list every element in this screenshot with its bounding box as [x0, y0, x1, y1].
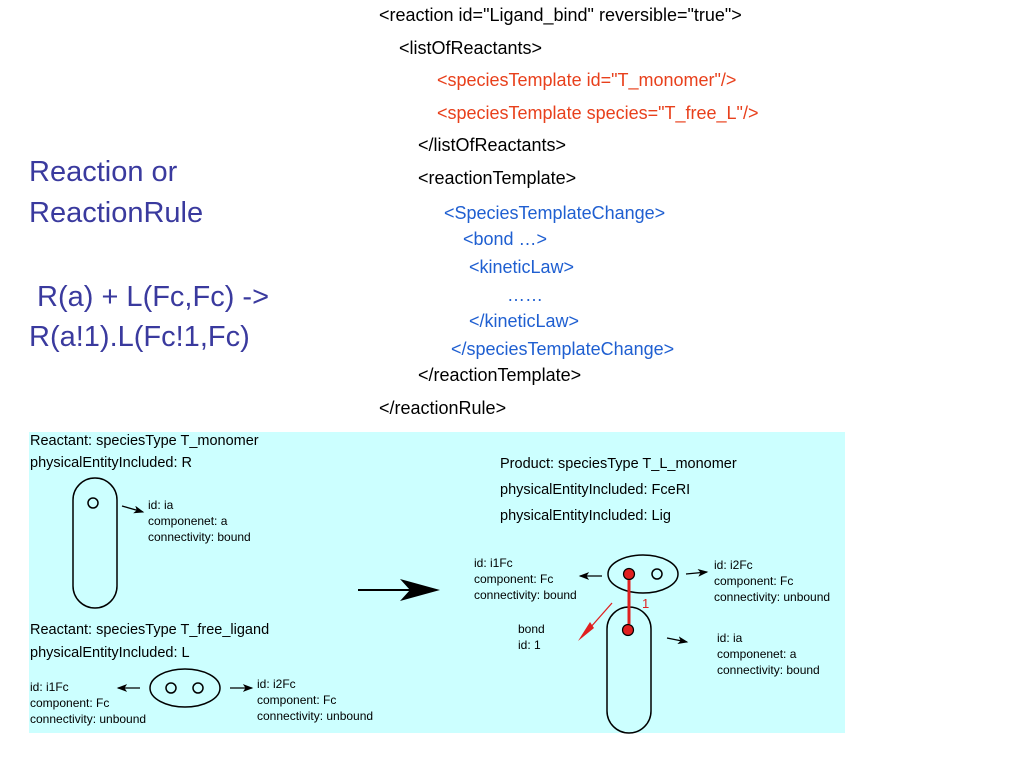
xml-line-kinetic-law-close: </kineticLaw> [469, 311, 580, 331]
rule-line-1: R(a) + L(Fc,Fc) -> [37, 281, 270, 313]
title-line-1: Reaction or [29, 156, 178, 188]
product-ligand-shape [607, 554, 679, 594]
product-ligand-right-arrow [685, 568, 709, 577]
bond-info-label: bond [518, 622, 545, 636]
bond-info-id: id: 1 [518, 638, 541, 652]
product-left-info-connectivity: connectivity: bound [474, 588, 577, 602]
reactant2-left-info-component: component: Fc [30, 696, 110, 710]
reactant2-header-1: Reactant: speciesType T_free_ligand [30, 622, 270, 638]
product-receptor-info-component: componenet: a [717, 647, 797, 661]
product-receptor-site-a [621, 623, 635, 637]
ligand-l-site-fc2 [192, 682, 204, 694]
product-left-info: id: i1Fc component: Fc connectivity: bou… [474, 555, 577, 603]
reaction-arrow-head [400, 579, 440, 601]
product-right-info: id: i2Fc component: Fc connectivity: unb… [714, 557, 830, 605]
product-header-1: Product: speciesType T_L_monomer [500, 456, 737, 472]
bond-number-label: 1 [642, 596, 650, 611]
product-right-info-id: id: i2Fc [714, 558, 753, 572]
diagram-panel [29, 432, 845, 733]
reactant1-header-2: physicalEntityIncluded: R [30, 455, 192, 471]
xml-line-species-template-change: <SpeciesTemplateChange> [444, 203, 666, 223]
product-receptor-info-connectivity: connectivity: bound [717, 663, 820, 677]
reactant1-info-id: id: ia [148, 498, 174, 512]
product-left-info-component: component: Fc [474, 572, 554, 586]
product-receptor-arrow [666, 636, 689, 645]
xml-line-kinetic-law: <kineticLaw> [469, 257, 575, 277]
xml-line-reaction-template: <reactionTemplate> [418, 168, 577, 188]
receptor-r-site-a [87, 497, 99, 509]
bond-pointer-shaft [589, 602, 613, 629]
reactant2-right-info-connectivity: connectivity: unbound [257, 709, 374, 723]
xml-line-species-template-monomer: <speciesTemplate id="T_monomer"/> [437, 70, 737, 90]
product-header-3: physicalEntityIncluded: Lig [500, 508, 671, 524]
title-line-2: ReactionRule [29, 197, 204, 229]
reactant1-info: id: ia componenet: a connectivity: bound [148, 497, 251, 545]
xml-line-bond: <bond …> [463, 229, 548, 249]
product-left-info-id: id: i1Fc [474, 556, 513, 570]
bond-pointer-head [578, 622, 594, 641]
reactant2-header-2: physicalEntityIncluded: L [30, 645, 190, 661]
product-ligand-site-fc2 [651, 568, 663, 580]
product-receptor-info: id: ia componenet: a connectivity: bound [717, 630, 820, 678]
product-right-info-component: component: Fc [714, 574, 794, 588]
reactant2-left-info: id: i1Fc component: Fc connectivity: unb… [30, 679, 146, 727]
product-ligand-site-fc1 [622, 567, 636, 581]
rule-line-2: R(a!1).L(Fc!1,Fc) [29, 321, 250, 353]
reactant2-left-info-id: id: i1Fc [30, 680, 69, 694]
xml-line-reaction: <reaction id="Ligand_bind" reversible="t… [379, 5, 742, 25]
receptor-r-shape [72, 477, 118, 609]
reactant1-header-1: Reactant: speciesType T_monomer [30, 433, 259, 449]
reactant2-left-info-connectivity: connectivity: unbound [30, 712, 147, 726]
reactant2-right-info: id: i2Fc component: Fc connectivity: unb… [257, 676, 373, 724]
ligand-l-shape [149, 668, 221, 708]
xml-line-reaction-template-close: </reactionTemplate> [418, 365, 582, 385]
receptor-r-info-arrow [121, 505, 145, 514]
product-header-2: physicalEntityIncluded: FceRI [500, 482, 691, 498]
product-receptor-info-id: id: ia [717, 631, 743, 645]
reactant2-right-info-component: component: Fc [257, 693, 337, 707]
xml-line-list-of-reactants-close: </listOfReactants> [418, 135, 567, 155]
reactant2-right-info-id: id: i2Fc [257, 677, 296, 691]
xml-line-list-of-reactants: <listOfReactants> [399, 38, 543, 58]
bond-info: bond id: 1 [518, 621, 545, 653]
xml-line-species-template-change-close: </speciesTemplateChange> [451, 339, 675, 359]
reactant1-info-component: componenet: a [148, 514, 228, 528]
xml-line-ellipsis: …… [507, 285, 543, 305]
xml-line-species-template-free-l: <speciesTemplate species="T_free_L"/> [437, 103, 759, 123]
xml-line-reaction-rule-close: </reactionRule> [379, 398, 507, 418]
ligand-l-site-fc1 [165, 682, 177, 694]
product-right-info-connectivity: connectivity: unbound [714, 590, 831, 604]
reactant1-info-connectivity: connectivity: bound [148, 530, 251, 544]
